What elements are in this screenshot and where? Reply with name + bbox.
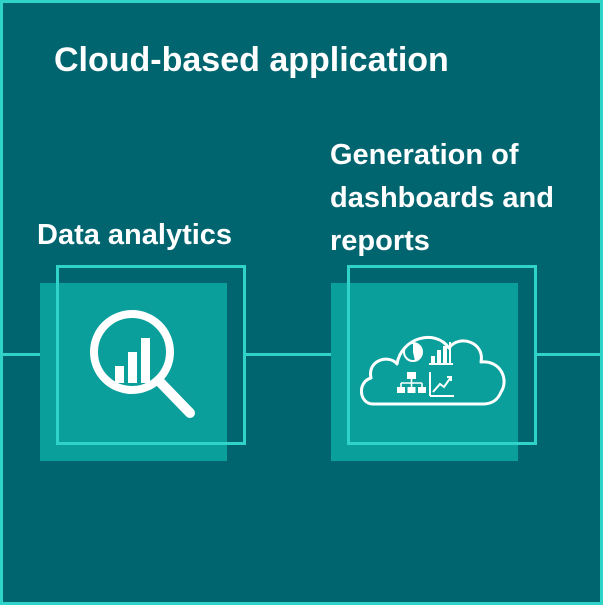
diagram-title: Cloud-based application — [54, 41, 449, 79]
node-tile-dashboards — [331, 283, 518, 461]
analytics-magnifier-icon — [88, 306, 198, 421]
cloud-dashboard-icon — [355, 320, 513, 412]
connector-left-to-analytics — [3, 353, 58, 356]
connector-analytics-to-dashboards — [243, 353, 348, 356]
node-outline-dashboards — [347, 265, 537, 445]
connector-dashboards-to-right — [535, 353, 600, 356]
node-label-data-analytics: Data analytics — [37, 219, 233, 251]
node-label-dashboards: Generation of dashboards and reports — [330, 139, 554, 257]
node-outline-data-analytics — [56, 265, 246, 445]
